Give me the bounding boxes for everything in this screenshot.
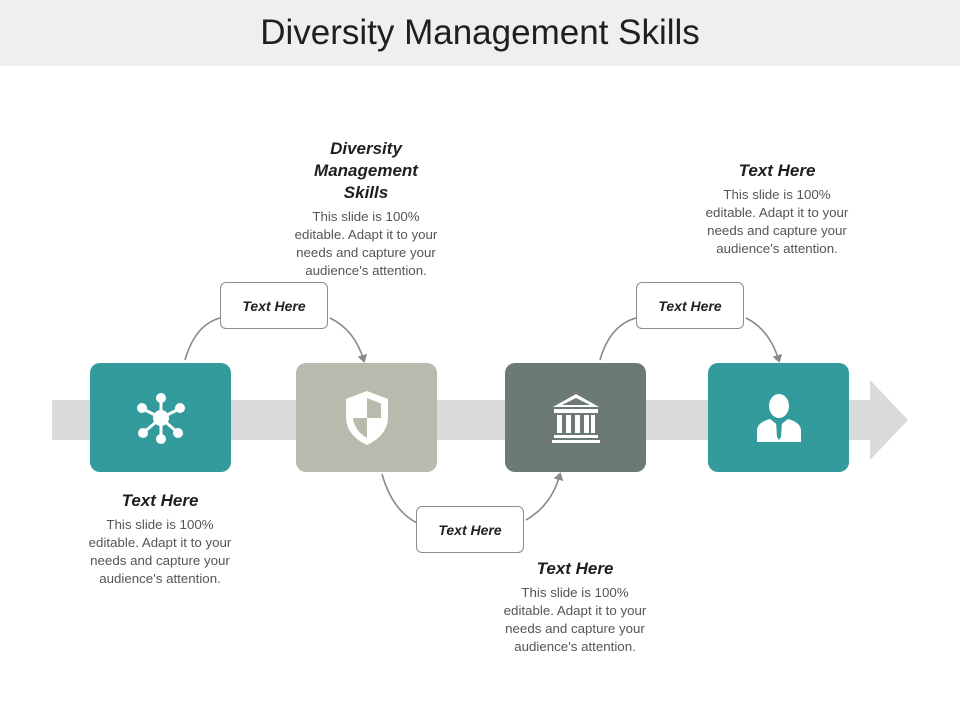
bank-building-icon — [551, 393, 600, 443]
label-box-1-text: Text Here — [242, 297, 306, 314]
label-box-3: Text Here — [636, 282, 744, 329]
text-block-body: This slide is 100% editable. Adapt it to… — [88, 517, 232, 586]
text-block-diversity: Diversity Management Skills This slide i… — [271, 138, 461, 280]
text-block-heading: Text Here — [536, 559, 614, 578]
connector-arc-3 — [599, 317, 637, 361]
shield-icon — [345, 390, 388, 445]
connector-arc-2-arrow — [525, 472, 564, 521]
text-block-body: This slide is 100% editable. Adapt it to… — [503, 585, 647, 654]
text-block-body: This slide is 100% editable. Adapt it to… — [705, 187, 849, 256]
text-block-heading: Text Here — [121, 491, 199, 510]
text-block-body: This slide is 100% editable. Adapt it to… — [294, 209, 438, 278]
tile-bank — [505, 363, 646, 472]
text-block-heading: Text Here — [738, 161, 816, 180]
network-icon — [136, 392, 185, 444]
connector-arc-1-arrow — [329, 317, 368, 363]
user-icon — [756, 393, 801, 442]
connector-arc-1 — [184, 317, 221, 361]
label-box-3-text: Text Here — [658, 297, 722, 314]
tile-network — [90, 363, 231, 472]
connector-arc-2 — [381, 473, 418, 524]
text-block-bottom-middle: Text Here This slide is 100% editable. A… — [480, 558, 670, 656]
text-block-heading: Diversity Management Skills — [314, 139, 418, 202]
connector-arc-3-arrow — [745, 317, 783, 363]
label-box-2-text: Text Here — [438, 521, 502, 538]
text-block-bottom-left: Text Here This slide is 100% editable. A… — [65, 490, 255, 588]
title-bar: Diversity Management Skills — [0, 0, 960, 66]
tile-shield — [296, 363, 437, 472]
tile-user — [708, 363, 849, 472]
label-box-1: Text Here — [220, 282, 328, 329]
slide-title: Diversity Management Skills — [260, 13, 700, 52]
text-block-top-right: Text Here This slide is 100% editable. A… — [682, 160, 872, 258]
label-box-2: Text Here — [416, 506, 524, 553]
